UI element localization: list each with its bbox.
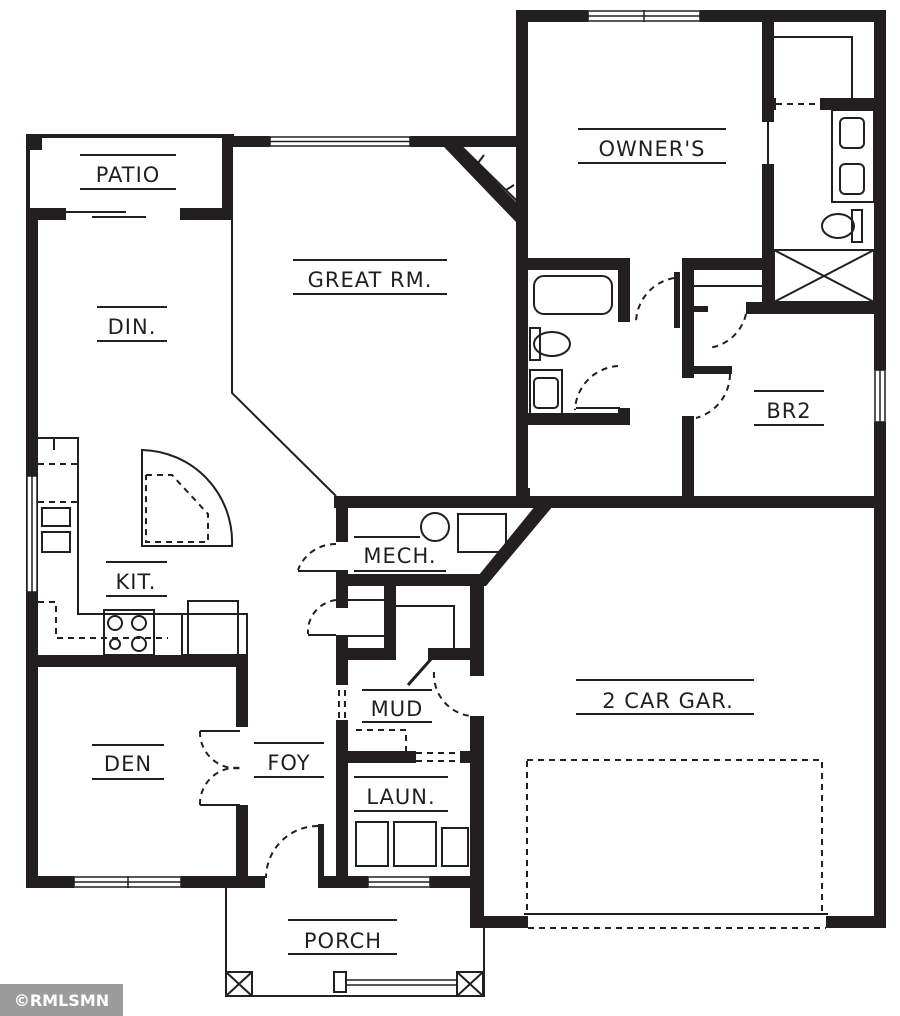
room-label-great-room: GREAT RM. xyxy=(293,259,447,295)
walls xyxy=(26,10,886,928)
svg-text:LAUN.: LAUN. xyxy=(366,785,435,809)
svg-text:2 CAR GAR.: 2 CAR GAR. xyxy=(602,689,734,713)
room-label-kitchen: KIT. xyxy=(106,561,167,597)
svg-text:PATIO: PATIO xyxy=(96,163,161,187)
room-label-dining: DIN. xyxy=(97,306,167,342)
room-label-den: DEN xyxy=(92,744,164,780)
doors xyxy=(198,103,820,879)
svg-text:MUD: MUD xyxy=(371,697,424,721)
room-label-laundry: LAUN. xyxy=(354,776,448,812)
room-label-mech: MECH. xyxy=(354,536,446,572)
room-label-porch: PORCH xyxy=(288,919,397,955)
room-label-garage: 2 CAR GAR. xyxy=(576,679,754,715)
svg-text:DIN.: DIN. xyxy=(108,315,157,339)
room-label-br2: BR2 xyxy=(754,390,824,426)
svg-text:PORCH: PORCH xyxy=(304,929,382,953)
svg-text:MECH.: MECH. xyxy=(363,544,436,568)
partition-lines xyxy=(231,146,519,497)
room-label-foyer: FOY xyxy=(254,742,324,778)
fixtures xyxy=(38,36,875,929)
svg-text:GREAT RM.: GREAT RM. xyxy=(308,268,433,292)
porch-structure xyxy=(225,888,485,997)
svg-text:OWNER'S: OWNER'S xyxy=(599,137,706,161)
room-label-owners: OWNER'S xyxy=(578,128,726,164)
room-label-patio: PATIO xyxy=(80,154,176,190)
windows xyxy=(26,10,886,888)
svg-text:KIT.: KIT. xyxy=(116,570,157,594)
copyright-watermark: ©RMLSMN xyxy=(0,984,123,1016)
watermark-text: ©RMLSMN xyxy=(13,990,110,1010)
room-label-mud: MUD xyxy=(362,689,432,723)
svg-text:BR2: BR2 xyxy=(766,399,811,423)
svg-text:DEN: DEN xyxy=(104,752,152,776)
svg-text:FOY: FOY xyxy=(267,751,310,775)
